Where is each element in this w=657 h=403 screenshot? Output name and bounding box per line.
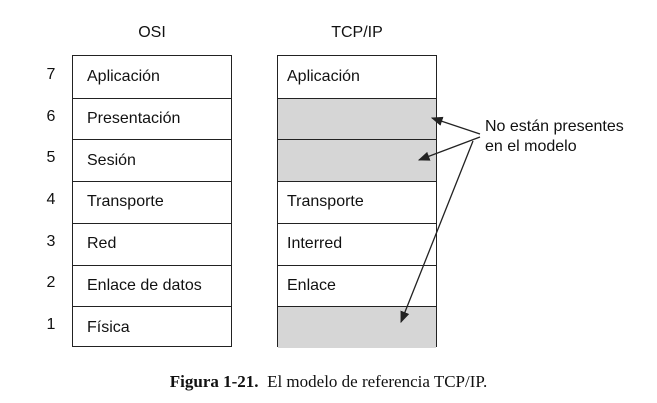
- arrow-to-sesion: [417, 136, 481, 161]
- osi-layer-cell: Presentación: [73, 97, 231, 140]
- osi-layer-cell: Enlace de datos: [73, 264, 231, 307]
- figure-label: Figura 1-21.: [169, 372, 259, 391]
- tcpip-empty-cell: [278, 306, 436, 348]
- layer-number: 1: [46, 316, 56, 334]
- osi-layer-cell: Red: [73, 222, 231, 265]
- tcpip-layer-cell: Transporte: [278, 181, 436, 223]
- layer-number: 3: [46, 232, 56, 250]
- tcpip-empty-cell: [278, 97, 436, 140]
- osi-layer-cell: Aplicación: [87, 67, 160, 85]
- annotation-note: No están presentes en el modelo: [485, 117, 624, 157]
- annotation-line-1: No están presentes: [485, 118, 624, 135]
- figure-caption-text: El modelo de referencia TCP/IP.: [267, 372, 488, 391]
- layer-number: 5: [46, 149, 56, 167]
- layer-number: 2: [46, 274, 56, 292]
- layer-number: 4: [46, 191, 56, 208]
- osi-layer-cell: Sesión: [73, 139, 231, 181]
- layer-number: 7: [46, 65, 56, 83]
- tcpip-layer-cell: Interred: [278, 222, 436, 265]
- figure-caption: Figura 1-21. El modelo de referencia TCP…: [0, 372, 657, 392]
- osi-layer-cell: Transporte: [73, 181, 231, 223]
- osi-layer-cell: Física: [73, 306, 231, 348]
- arrow-to-fisica: [400, 140, 474, 324]
- tcpip-layer-cell: Aplicación: [287, 67, 360, 85]
- arrow-to-presentacion: [430, 116, 481, 135]
- tcpip-layer-cell: Enlace: [278, 264, 436, 307]
- osi-column-title: OSI: [138, 24, 166, 41]
- annotation-line-2: en el modelo: [485, 138, 577, 155]
- tcpip-column-title: TCP/IP: [331, 24, 383, 41]
- tcpip-empty-cell: [278, 139, 436, 182]
- layer-number: 6: [46, 107, 56, 125]
